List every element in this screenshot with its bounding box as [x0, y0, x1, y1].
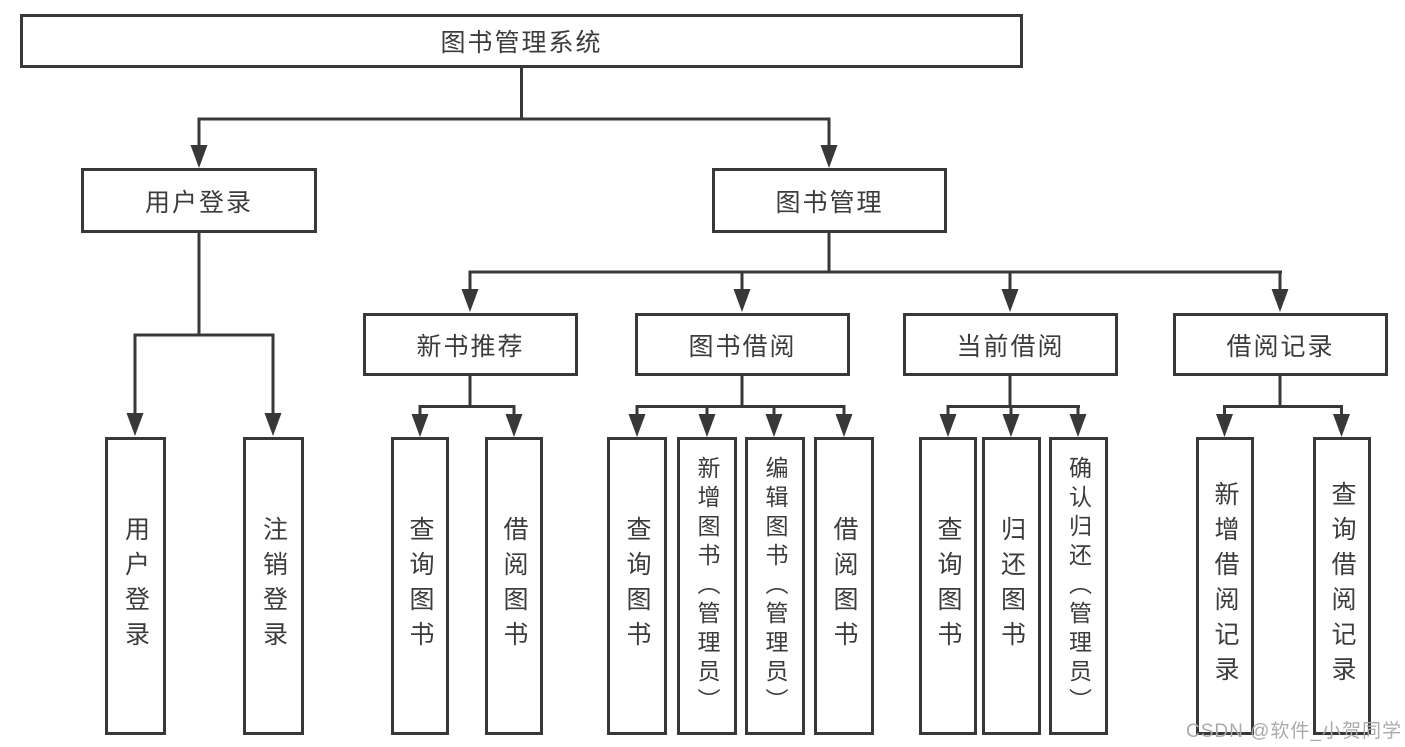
node-book-borrow-label: 图书借阅 [688, 332, 797, 361]
leaf-confirm-return-admin-label: 确认归还（管理员） [1065, 455, 1092, 717]
leaf-query-borrow-record-label: 查询借阅记录 [1328, 481, 1356, 691]
node-user-login-label: 用户登录 [144, 188, 253, 217]
leaf-borrow-books-recommend-label: 借阅图书 [500, 516, 528, 656]
leaf-borrow-books: 借阅图书 [814, 437, 874, 735]
leaf-query-books-recommend-label: 查询图书 [406, 516, 434, 656]
leaf-borrow-books-label: 借阅图书 [830, 516, 858, 656]
node-book-management: 图书管理 [712, 168, 947, 233]
leaf-query-books-recommend: 查询图书 [391, 437, 449, 735]
leaf-edit-book-admin-label: 编辑图书（管理员） [762, 455, 788, 717]
leaf-logout: 注销登录 [243, 437, 304, 735]
node-borrow-records: 借阅记录 [1173, 313, 1388, 376]
node-new-book-recommend-label: 新书推荐 [416, 332, 525, 361]
watermark: CSDN @软件_小贺同学 [1186, 721, 1402, 742]
node-current-borrow: 当前借阅 [903, 313, 1118, 376]
leaf-user-login-label: 用户登录 [121, 516, 150, 656]
leaf-query-books-current: 查询图书 [919, 437, 977, 735]
leaf-user-login: 用户登录 [105, 437, 166, 735]
leaf-query-books-current-label: 查询图书 [934, 516, 962, 656]
leaf-add-book-admin-label: 新增图书（管理员） [694, 455, 720, 717]
leaf-return-books-label: 归还图书 [997, 516, 1026, 656]
leaf-add-book-admin: 新增图书（管理员） [677, 437, 737, 735]
node-root: 图书管理系统 [20, 14, 1023, 68]
leaf-add-borrow-record: 新增借阅记录 [1196, 437, 1254, 735]
leaf-logout-label: 注销登录 [259, 516, 288, 656]
leaf-query-books-borrow-label: 查询图书 [623, 516, 651, 656]
leaf-query-borrow-record: 查询借阅记录 [1313, 437, 1371, 735]
node-current-borrow-label: 当前借阅 [956, 332, 1065, 361]
node-book-borrow: 图书借阅 [635, 313, 850, 376]
leaf-query-books-borrow: 查询图书 [607, 437, 667, 735]
leaf-return-books: 归还图书 [982, 437, 1041, 735]
leaf-edit-book-admin: 编辑图书（管理员） [745, 437, 805, 735]
leaf-borrow-books-recommend: 借阅图书 [485, 437, 543, 735]
node-book-management-label: 图书管理 [775, 188, 884, 217]
leaf-confirm-return-admin: 确认归还（管理员） [1049, 437, 1108, 735]
node-borrow-records-label: 借阅记录 [1226, 332, 1335, 361]
node-root-label: 图书管理系统 [440, 29, 603, 57]
node-user-login: 用户登录 [81, 168, 317, 233]
node-new-book-recommend: 新书推荐 [363, 313, 578, 376]
leaf-add-borrow-record-label: 新增借阅记录 [1211, 481, 1239, 691]
